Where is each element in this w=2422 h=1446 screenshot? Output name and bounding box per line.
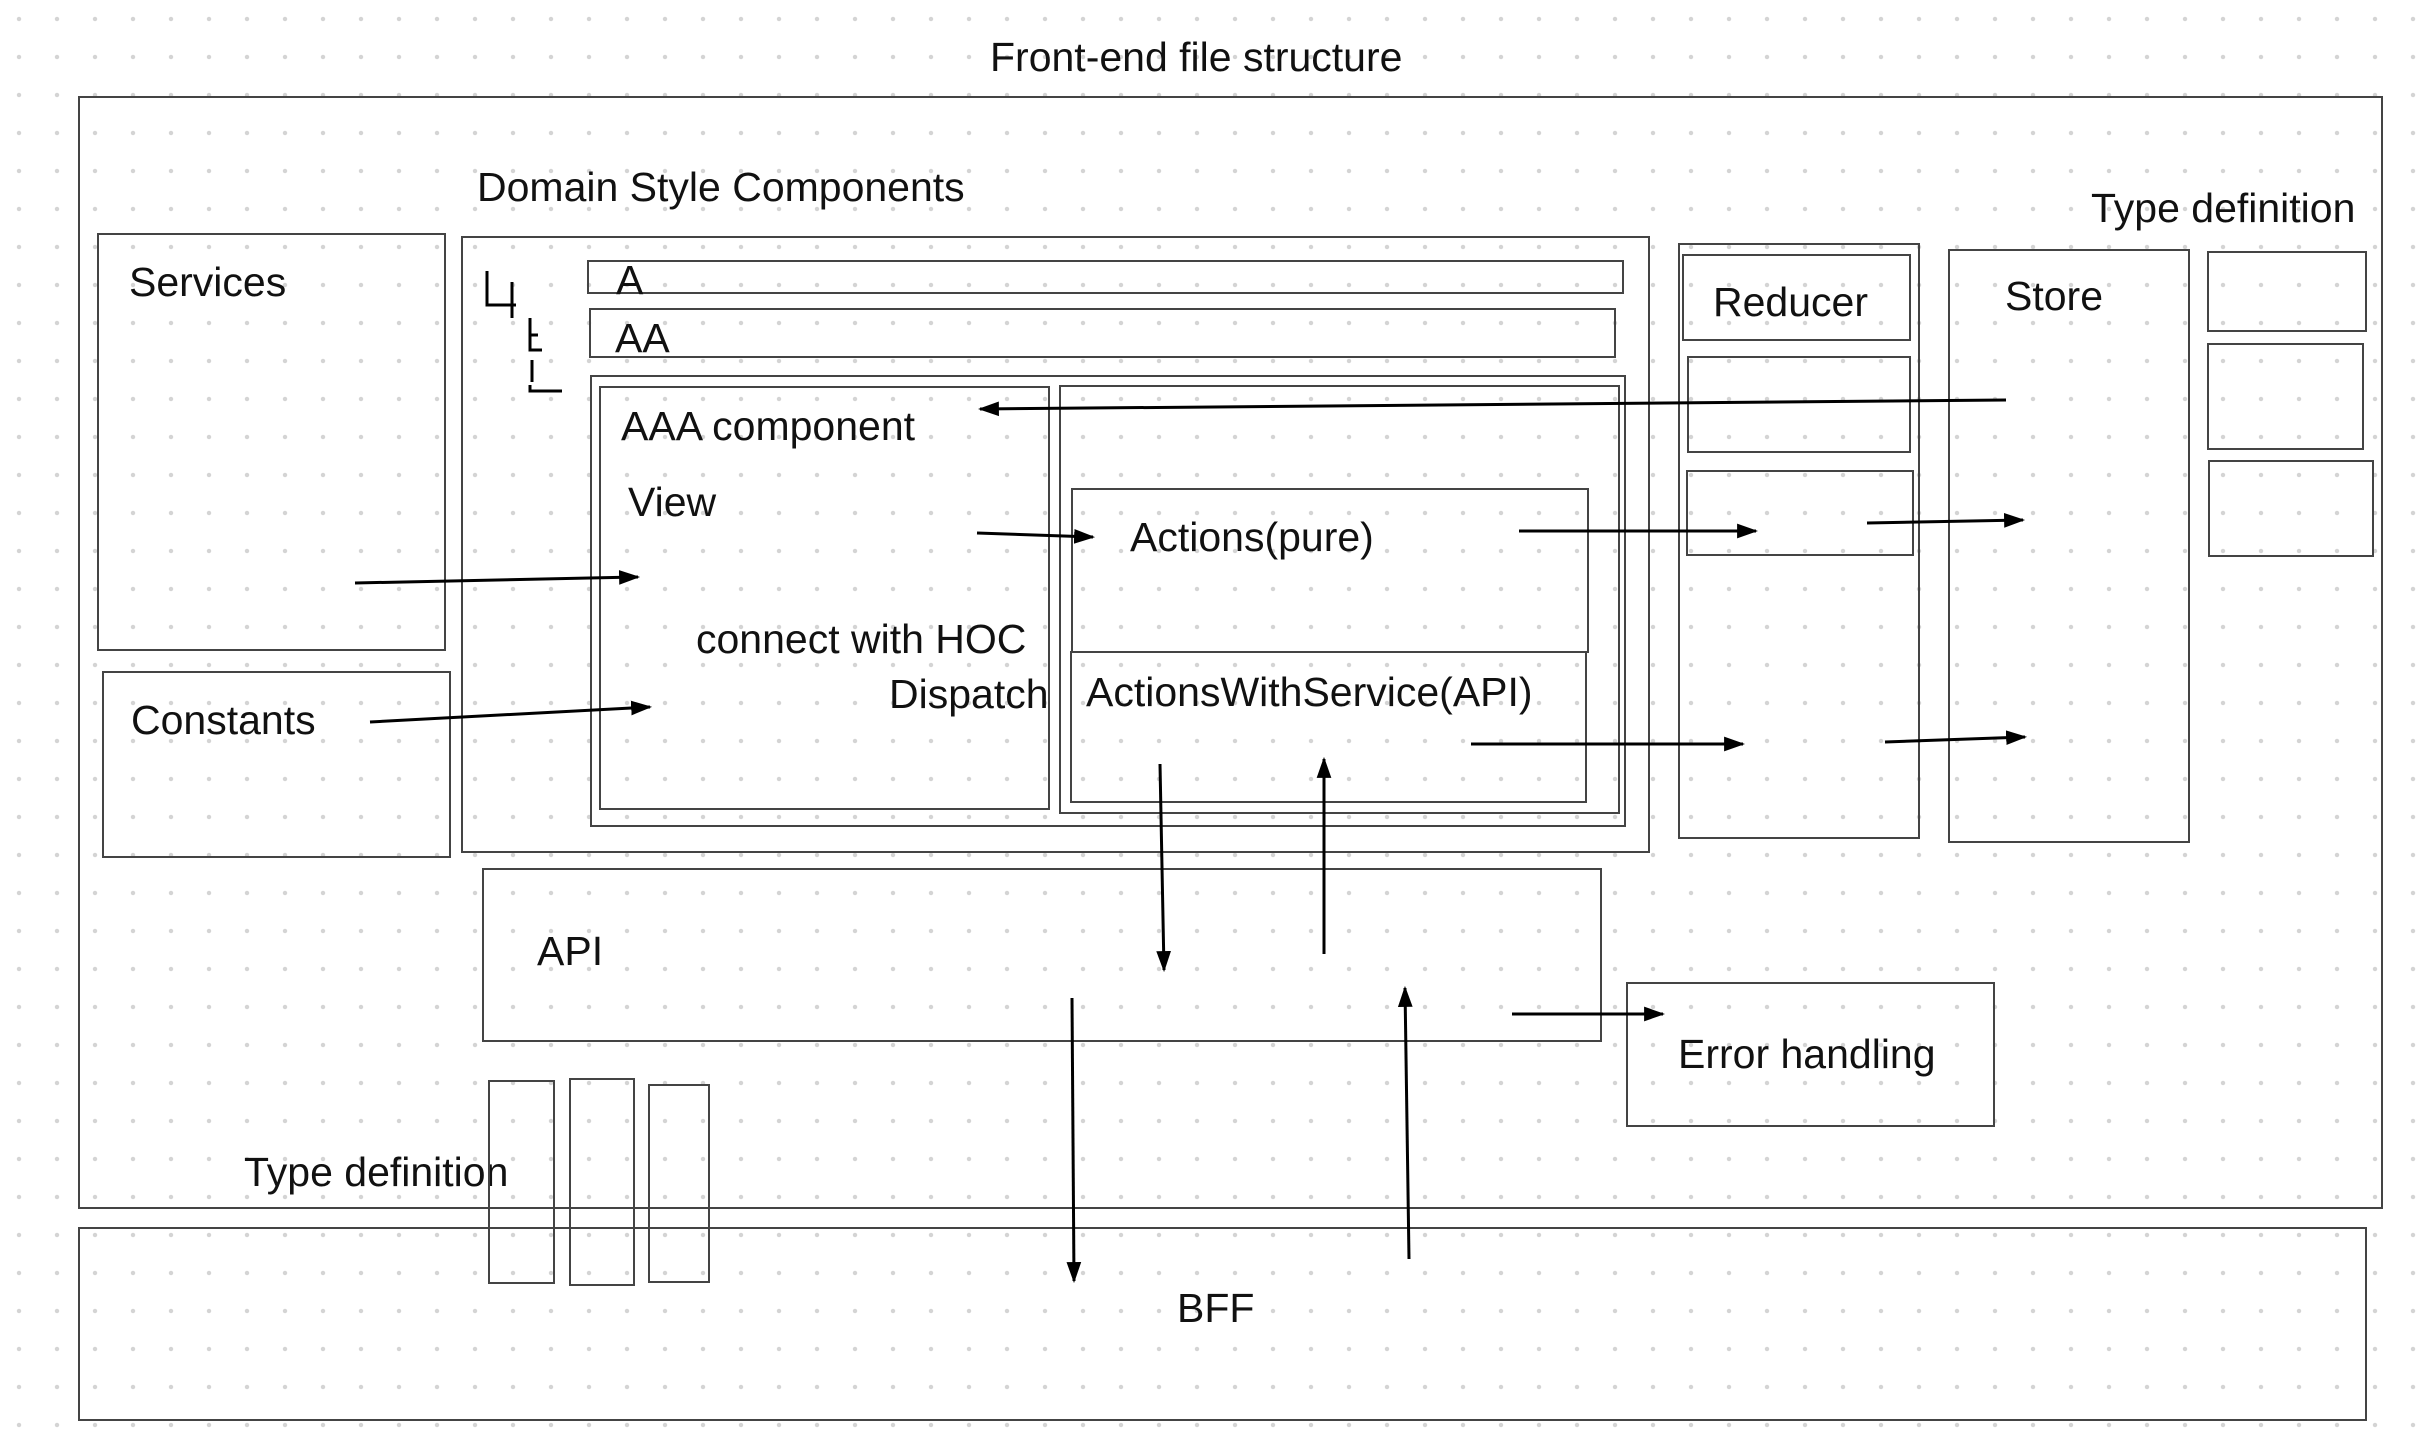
api-label: API — [537, 928, 604, 974]
type-def-right-slot-1 — [2207, 251, 2367, 332]
aaa-component-outer-box — [590, 375, 1626, 827]
component-a-bar — [587, 260, 1624, 294]
actions-with-service-box — [1070, 651, 1587, 803]
api-box — [482, 868, 1602, 1042]
arrow-view-to-actions-pure — [976, 529, 1096, 544]
arrow-services-to-view — [354, 570, 641, 585]
constants-box — [102, 671, 451, 858]
type-def-bottom-slot-2 — [569, 1078, 635, 1286]
store-label: Store — [2005, 273, 2103, 319]
reducer-slot-1 — [1687, 356, 1911, 453]
reducer-slot-2 — [1686, 470, 1914, 556]
actions-pure-label: Actions(pure) — [1130, 514, 1374, 560]
aaa-component-label: AAA component — [621, 403, 916, 449]
dispatch-label: Dispatch — [889, 671, 1049, 717]
error-handling-box — [1626, 982, 1995, 1127]
bff-box — [78, 1227, 2367, 1421]
arrow-api-to-bff — [1066, 997, 1082, 1284]
view-label: View — [628, 479, 717, 525]
domain-style-components-box — [461, 236, 1650, 853]
actions-container-box — [1059, 385, 1620, 814]
store-box — [1948, 249, 2190, 843]
type-def-bottom-slot-3 — [648, 1084, 710, 1283]
bff-label: BFF — [1177, 1285, 1255, 1331]
type-definition-bottom-label: Type definition — [244, 1149, 509, 1195]
arrow-constants-to-view — [369, 700, 653, 724]
reducer-label: Reducer — [1713, 279, 1868, 325]
domain-style-components-label: Domain Style Components — [477, 164, 965, 210]
arrow-reducer-to-store-1 — [1866, 513, 2026, 528]
arrow-bff-to-api — [1397, 985, 1413, 1260]
connect-with-hoc-label: connect with HOC — [696, 616, 1027, 662]
hierarchy-glyph — [485, 271, 562, 393]
reducer-header-box — [1682, 254, 1911, 341]
actions-with-service-label: ActionsWithService(API) — [1086, 669, 1533, 715]
type-def-right-slot-3 — [2208, 460, 2374, 557]
constants-label: Constants — [131, 697, 316, 743]
frontend-container — [78, 96, 2383, 1209]
component-aa-label: AA — [615, 315, 670, 361]
type-def-right-slot-2 — [2207, 343, 2364, 450]
services-label: Services — [129, 259, 287, 305]
error-handling-label: Error handling — [1678, 1031, 1936, 1077]
aaa-view-box — [599, 386, 1050, 810]
diagram-title: Front-end file structure — [990, 34, 1403, 80]
reducer-column-box — [1678, 243, 1920, 839]
arrow-reducer-to-store-2 — [1884, 730, 2028, 746]
type-definition-right-label: Type definition — [2091, 185, 2356, 231]
arrow-actions-service-to-api — [1156, 763, 1171, 973]
arrow-store-to-aaa-component — [977, 398, 2007, 417]
services-box — [97, 233, 446, 651]
component-a-label: A — [616, 257, 644, 303]
component-aa-bar — [589, 308, 1616, 358]
type-def-bottom-slot-1 — [488, 1080, 555, 1284]
